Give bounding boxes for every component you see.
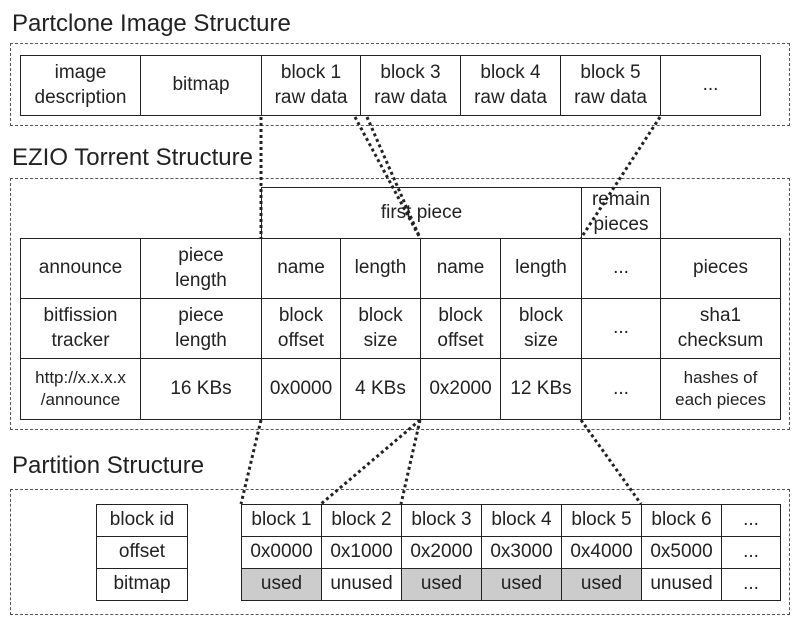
partition-offset-cell: 0x0000 <box>241 536 322 569</box>
partition-block-id-cell: block 6 <box>641 504 722 537</box>
partclone-bitmap-cell: bitmap <box>140 55 262 116</box>
partition-block-id-cell: block 4 <box>481 504 562 537</box>
partition-bitmap-cell: ... <box>721 568 781 601</box>
ezio-block-size-cell: block size <box>340 298 421 359</box>
partition-block-id-cell: block 1 <box>241 504 322 537</box>
ezio-remain-pieces-cell: remain pieces <box>581 187 661 239</box>
ezio-announce-cell: announce <box>20 238 141 299</box>
partition-offset-cell: 0x4000 <box>561 536 642 569</box>
partclone-block-4-cell: block 4 raw data <box>460 55 561 116</box>
partition-offset-cell: 0x3000 <box>481 536 562 569</box>
partition-section-title: Partition Structure <box>12 452 205 479</box>
partition-bitmap-cell: used <box>401 568 482 601</box>
ezio-offset-value-cell: 0x2000 <box>420 358 501 420</box>
partclone-image-description-cell: image description <box>20 55 141 116</box>
ezio-name-key-cell: name <box>261 238 341 299</box>
partition-offset-header: offset <box>96 536 188 569</box>
ezio-hashes-cell: hashes of each pieces <box>660 358 781 420</box>
partclone-section-title: Partclone Image Structure <box>12 10 291 37</box>
partition-block-id-cell: block 5 <box>561 504 642 537</box>
ezio-tracker-cell: bitfission tracker <box>20 298 141 359</box>
partition-bitmap-cell: used <box>481 568 562 601</box>
partition-block-id-cell: ... <box>721 504 781 537</box>
partition-offset-cell: 0x5000 <box>641 536 722 569</box>
partclone-block-1-cell: block 1 raw data <box>261 55 361 116</box>
ezio-piece-length-value-cell: 16 KBs <box>140 358 262 420</box>
partition-bitmap-cell: unused <box>321 568 402 601</box>
ezio-ellipsis-cell: ... <box>581 298 661 359</box>
ezio-piece-length-desc-cell: piece length <box>140 298 262 359</box>
partition-offset-cell: ... <box>721 536 781 569</box>
ezio-size-value-cell: 12 KBs <box>500 358 582 420</box>
partition-bitmap-cell: used <box>561 568 642 601</box>
ezio-first-piece-cell: first piece <box>261 187 582 239</box>
ezio-block-offset-cell: block offset <box>261 298 341 359</box>
ezio-ellipsis-cell: ... <box>581 238 661 299</box>
ezio-length-key-cell: length <box>340 238 421 299</box>
partition-block-id-cell: block 2 <box>321 504 402 537</box>
partclone-ellipsis-cell: ... <box>660 55 761 116</box>
partition-block-id-header: block id <box>96 504 188 537</box>
ezio-sha1-checksum-cell: sha1 checksum <box>660 298 781 359</box>
ezio-name-key-cell: name <box>420 238 501 299</box>
partition-block-id-cell: block 3 <box>401 504 482 537</box>
partition-bitmap-header: bitmap <box>96 568 188 601</box>
ezio-size-value-cell: 4 KBs <box>340 358 421 420</box>
ezio-length-key-cell: length <box>500 238 582 299</box>
partition-offset-cell: 0x1000 <box>321 536 402 569</box>
ezio-piece-length-key-cell: piece length <box>140 238 262 299</box>
partition-bitmap-cell: used <box>241 568 322 601</box>
partition-offset-cell: 0x2000 <box>401 536 482 569</box>
partclone-block-3-cell: block 3 raw data <box>360 55 461 116</box>
ezio-offset-value-cell: 0x0000 <box>261 358 341 420</box>
partition-bitmap-cell: unused <box>641 568 722 601</box>
ezio-section-title: EZIO Torrent Structure <box>12 144 253 171</box>
ezio-pieces-key-cell: pieces <box>660 238 781 299</box>
ezio-block-size-cell: block size <box>500 298 582 359</box>
partclone-block-5-cell: block 5 raw data <box>560 55 661 116</box>
ezio-ellipsis-cell: ... <box>581 358 661 420</box>
ezio-announce-url-cell: http://x.x.x.x /announce <box>20 358 141 420</box>
ezio-block-offset-cell: block offset <box>420 298 501 359</box>
